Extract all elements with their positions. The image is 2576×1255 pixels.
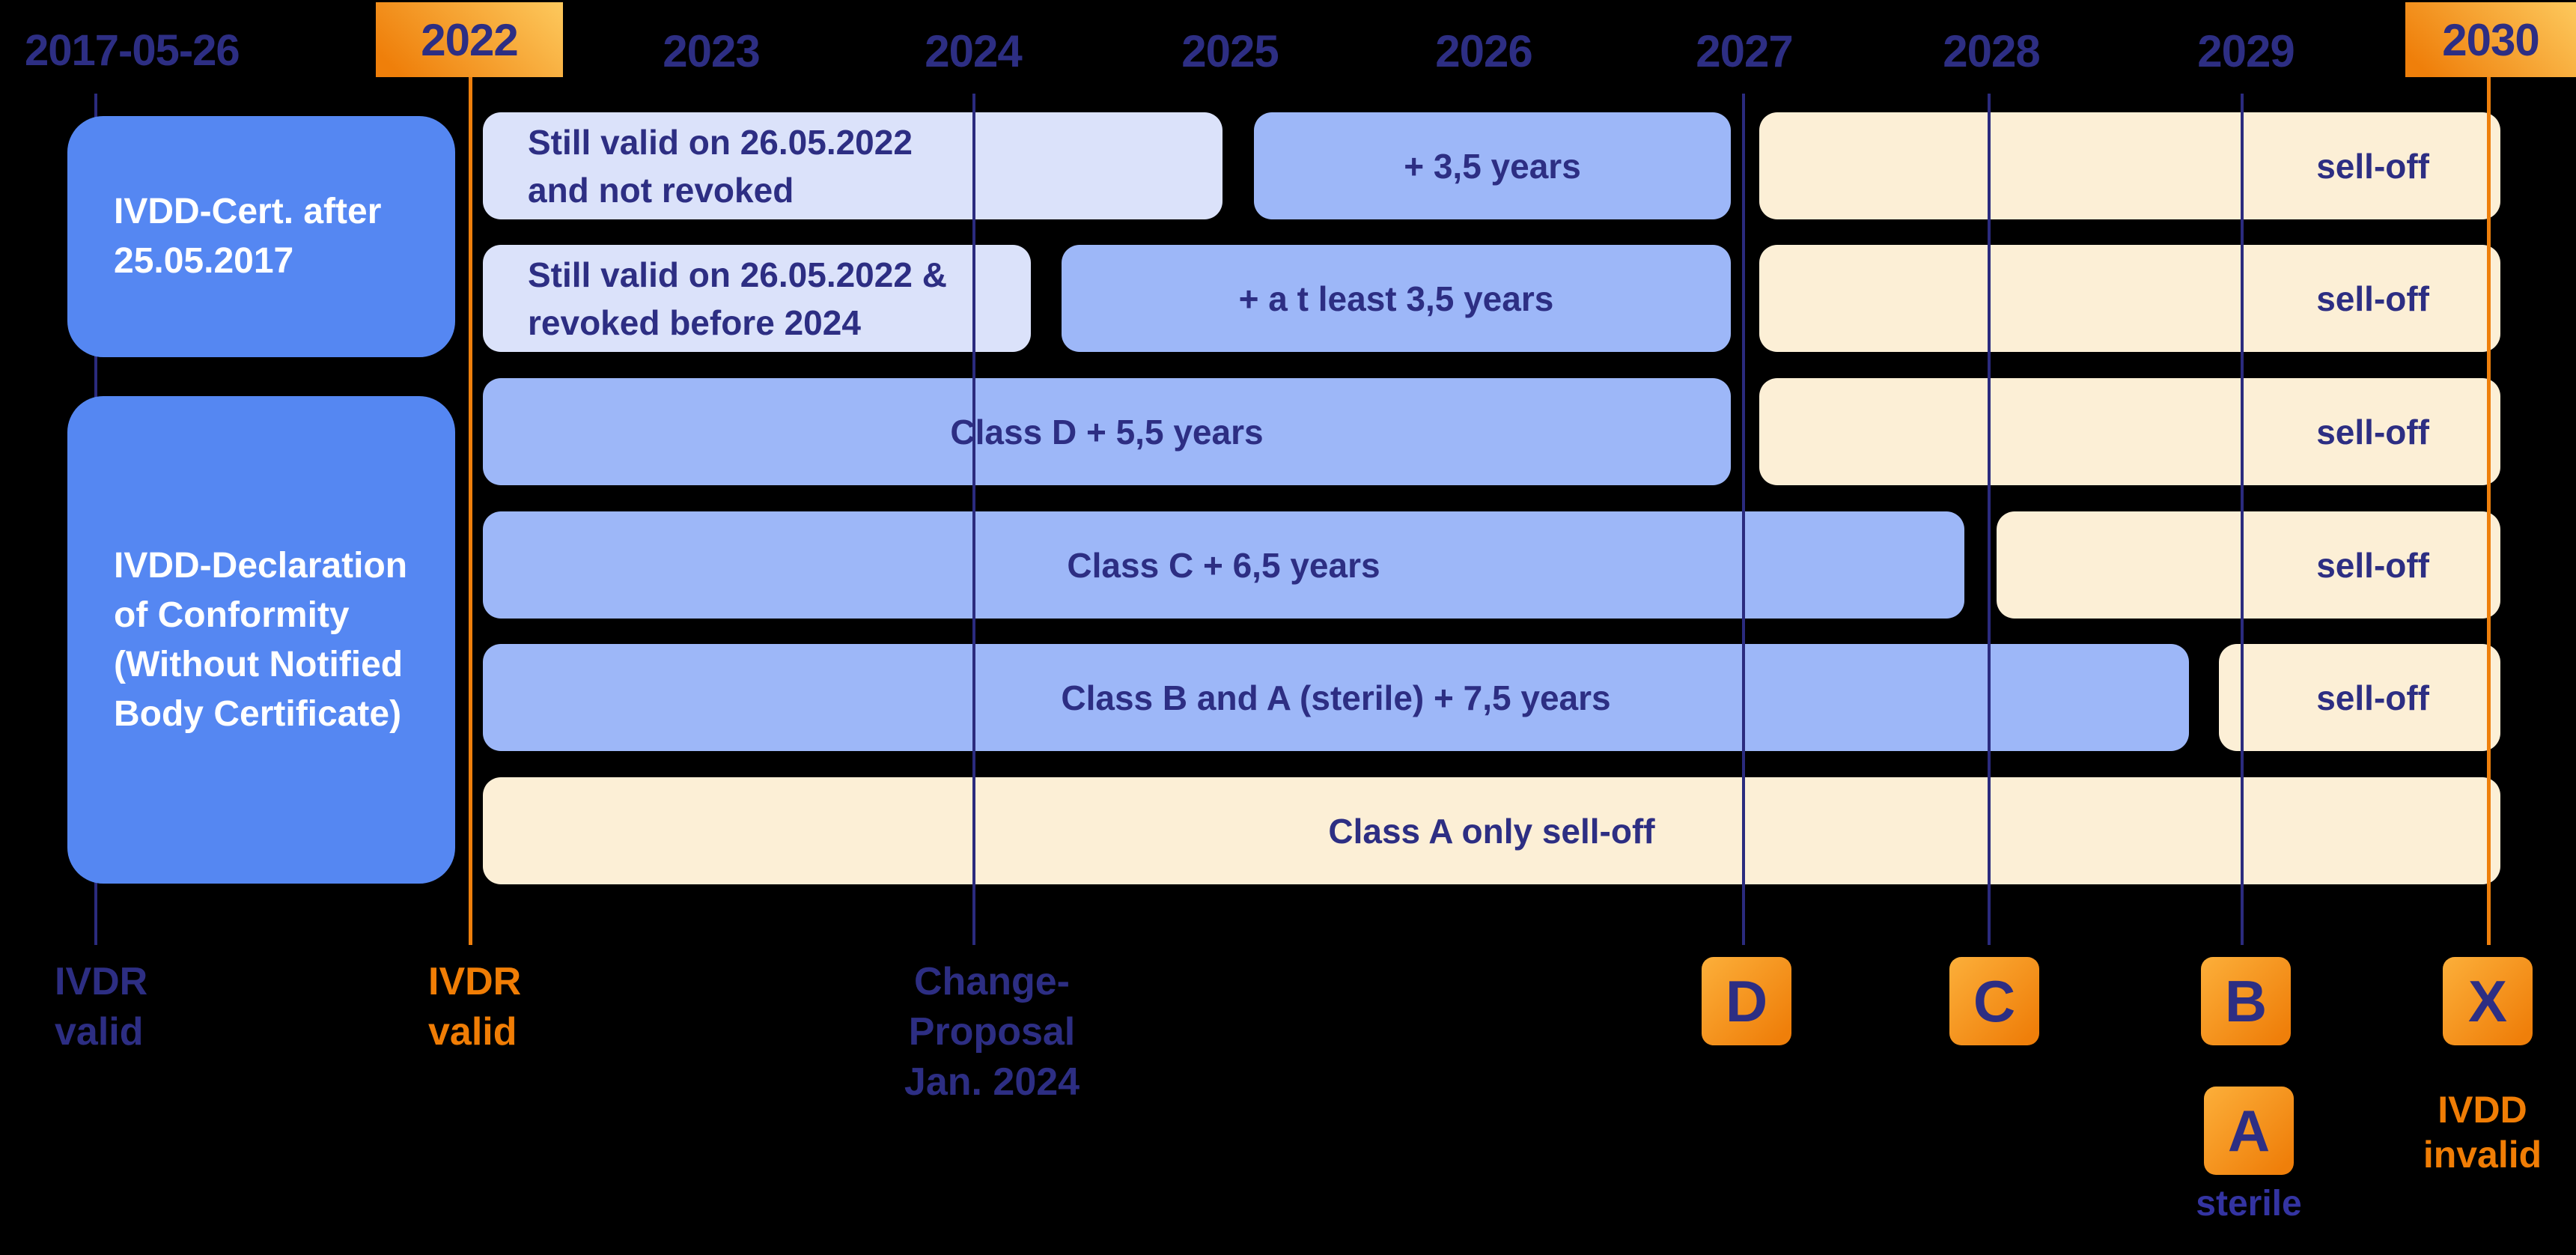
- year-label-2026: 2026: [1435, 26, 1532, 76]
- bar-row4-class-c: Class C + 6,5 years: [483, 511, 1964, 619]
- bar-row1-plus-3-5-years: + 3,5 years: [1254, 112, 1731, 219]
- bar-row5-class-b-a-sterile: Class B and A (sterile) + 7,5 years: [483, 644, 2189, 751]
- timeline-line-2029: [2241, 94, 2244, 945]
- year-label-2023: 2023: [663, 26, 760, 76]
- bar-row2-at-least-3-5-years: + a t least 3,5 years: [1062, 245, 1731, 352]
- year-label-2028: 2028: [1943, 26, 2040, 76]
- class-d-marker: D: [1702, 957, 1791, 1045]
- ivdr-valid-2022-label: IVDR valid: [428, 960, 522, 1054]
- class-a-marker: A: [2204, 1087, 2294, 1175]
- year-label-2029: 2029: [2197, 26, 2295, 76]
- class-c-marker: C: [1949, 957, 2039, 1045]
- bar-row6-class-a-sell-off: Class A only sell-off: [483, 777, 2500, 884]
- bar-row1-valid-not-revoked: Still valid on 26.05.2022 and not revoke…: [483, 112, 1222, 219]
- ivdr-valid-2017-label: IVDR valid: [55, 960, 148, 1054]
- category-box-ivdd-declaration: IVDD-Declaration of Conformity (Without …: [67, 396, 455, 884]
- year-label-2025: 2025: [1181, 26, 1279, 76]
- class-b-marker: B: [2201, 957, 2291, 1045]
- sterile-label: sterile: [2196, 1184, 2302, 1224]
- bar-row2-sell-off: sell-off: [1759, 245, 2500, 352]
- year-label-2027: 2027: [1696, 26, 1793, 76]
- timeline-line-2022: [469, 77, 472, 945]
- start-date-label: 2017-05-26: [25, 26, 240, 75]
- bar-row1-sell-off: sell-off: [1759, 112, 2500, 219]
- timeline-line-2030: [2487, 77, 2491, 945]
- category-box-ivdd-cert: IVDD-Cert. after 25.05.2017: [67, 116, 455, 357]
- bar-row5-sell-off: sell-off: [2219, 644, 2500, 751]
- bar-row3-sell-off: sell-off: [1759, 378, 2500, 485]
- change-proposal-label: Change- Proposal Jan. 2024: [904, 960, 1080, 1104]
- bar-row3-class-d: Class D + 5,5 years: [483, 378, 1731, 485]
- ivdd-invalid-label: IVDD invalid: [2423, 1089, 2542, 1176]
- timeline-line-2028: [1988, 94, 1991, 945]
- bar-row2-valid-revoked-before-2024: Still valid on 26.05.2022 & revoked befo…: [483, 245, 1031, 352]
- year-box-2030: 2030: [2405, 2, 2576, 77]
- timeline-line-2027: [1742, 94, 1745, 945]
- year-box-2022: 2022: [376, 2, 563, 77]
- year-label-2024: 2024: [925, 26, 1022, 76]
- bar-row4-sell-off: sell-off: [1997, 511, 2500, 619]
- timeline-line-2024: [972, 94, 975, 945]
- class-x-marker: X: [2443, 957, 2533, 1045]
